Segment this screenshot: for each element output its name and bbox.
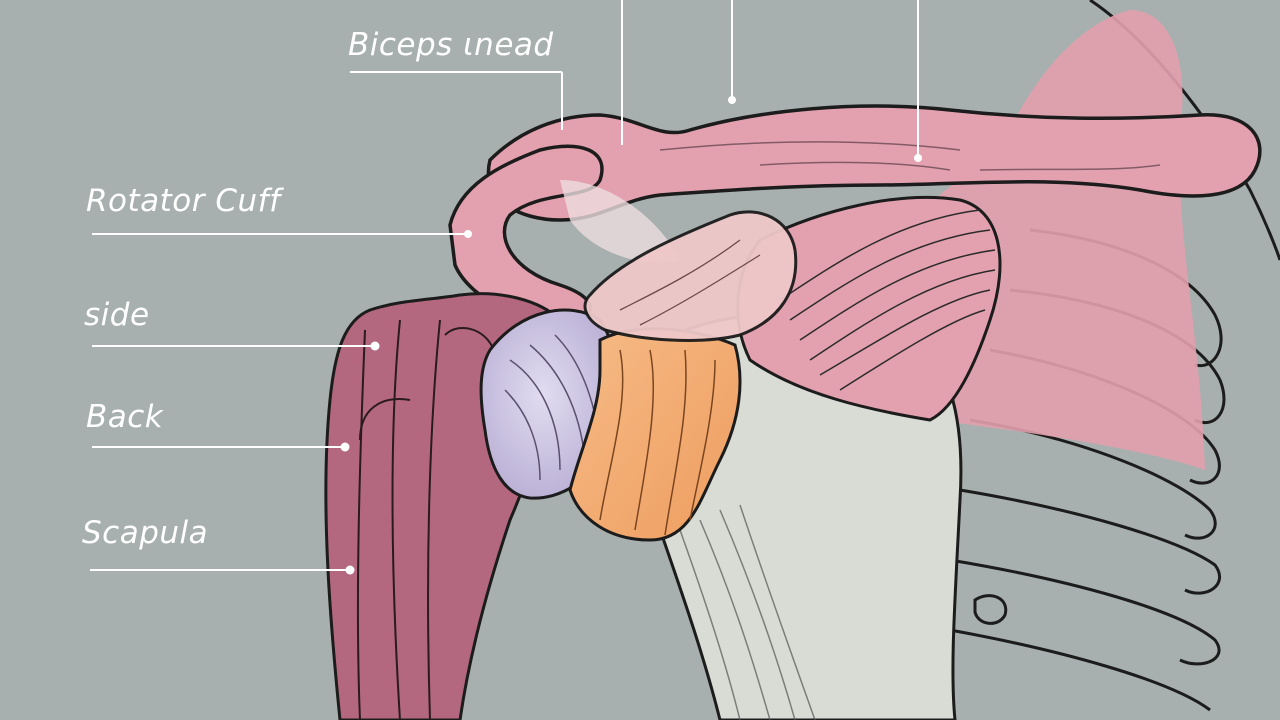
- clavicle-striations: [659, 141, 1161, 171]
- leader-lines: [90, 0, 919, 571]
- rotator-dot: [464, 230, 472, 238]
- subscapularis-striations: [599, 349, 716, 536]
- top-dot-2: [728, 96, 736, 104]
- top-dot-3: [914, 154, 922, 162]
- label-rotator-cuff: Rotator Cuff: [86, 183, 281, 219]
- side-dot: [370, 341, 380, 351]
- humeral-head-striations: [504, 334, 601, 481]
- scapula-striations: [679, 504, 816, 720]
- label-biceps-head: Biceps ιnead: [348, 27, 554, 63]
- pectoral-muscle: [736, 195, 1002, 422]
- joint-highlight: [560, 180, 680, 263]
- scapula-dot: [345, 565, 355, 575]
- deltoid-striations: [356, 319, 496, 720]
- leader-dots: [340, 96, 922, 575]
- pectoral-striations: [779, 209, 996, 391]
- label-back: Back: [86, 399, 164, 435]
- supraspinatus-block: [583, 210, 798, 342]
- back-dot: [340, 442, 350, 452]
- label-scapula: Scapula: [82, 515, 209, 551]
- label-side: side: [84, 297, 150, 333]
- supraspinatus-striations: [619, 239, 761, 326]
